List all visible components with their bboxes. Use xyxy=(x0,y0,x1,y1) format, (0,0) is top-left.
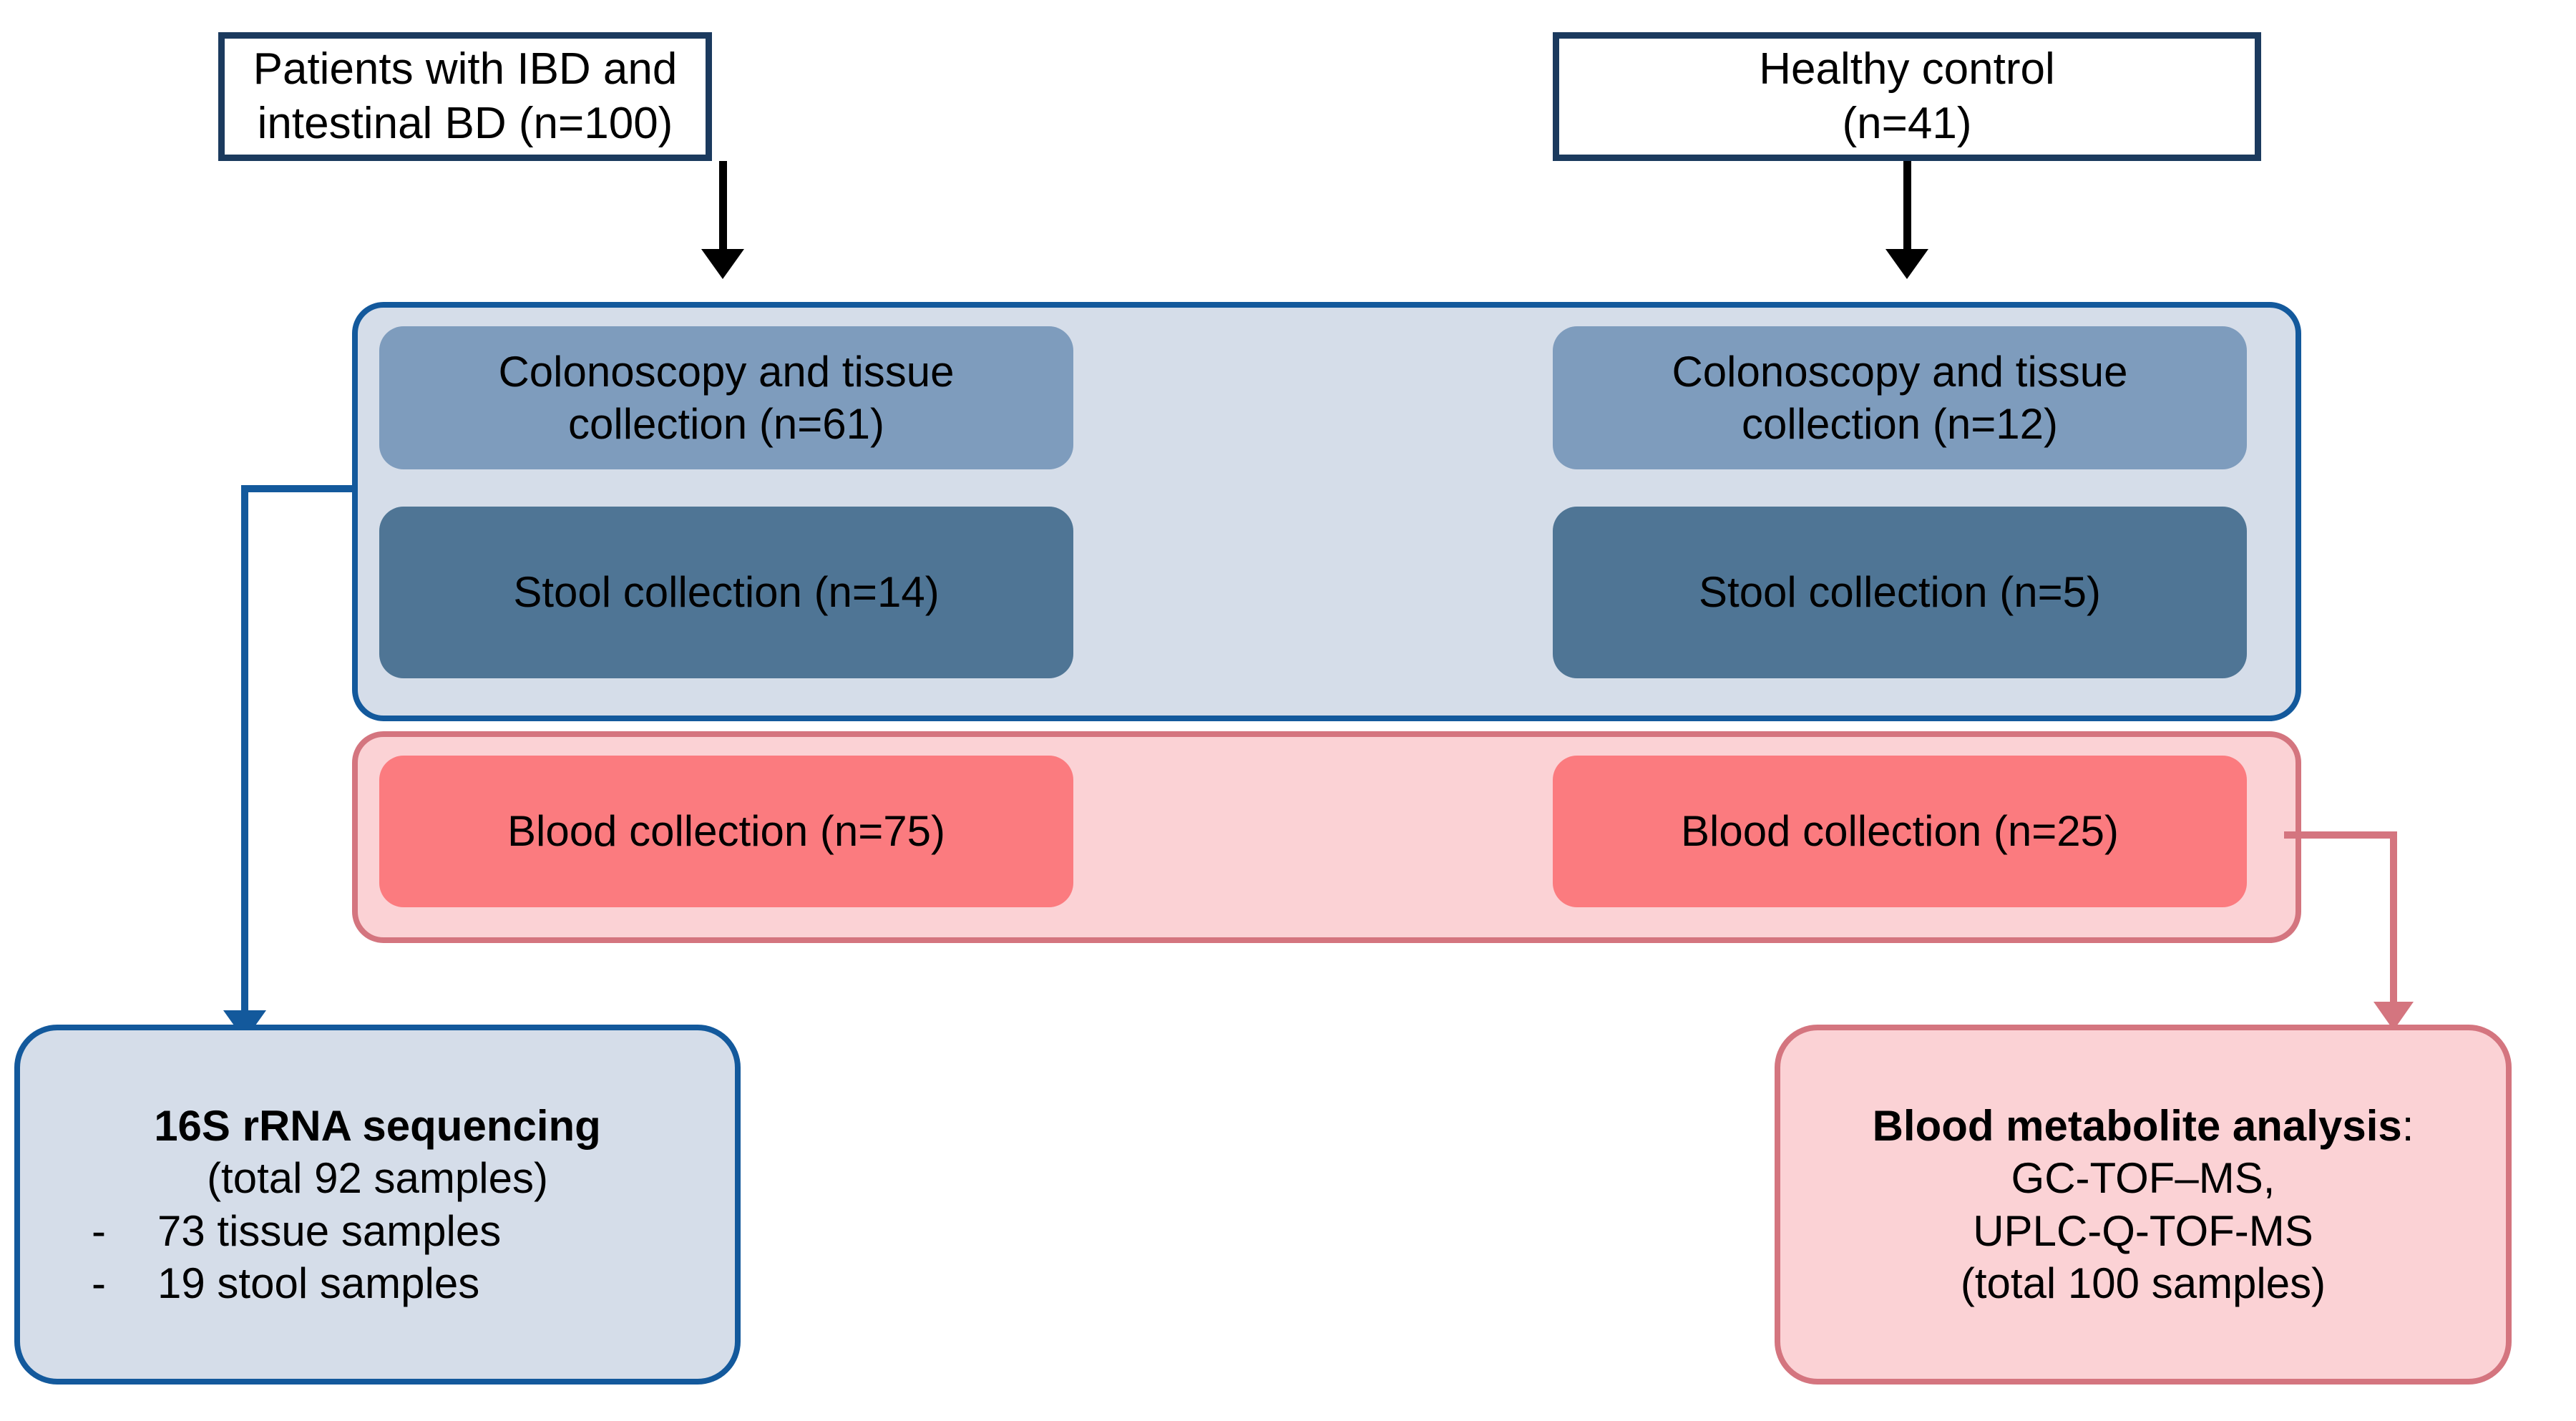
metabolite-title: Blood metabolite analysis xyxy=(1872,1102,2402,1151)
arrow-patients-to-collection-shaft xyxy=(719,161,727,254)
sequencing-bullet-2: - 19 stool samples xyxy=(30,1257,725,1309)
sequencing-bullet-1-text: 73 tissue samples xyxy=(157,1206,502,1255)
result-box-sequencing-text: 16S rRNA sequencing (total 92 samples) -… xyxy=(20,1100,735,1309)
control-colonoscopy-line-1: Colonoscopy and tissue xyxy=(1672,347,2128,396)
metabolite-title-suffix: : xyxy=(2401,1102,2414,1151)
control-line-2: (n=41) xyxy=(1842,99,1972,148)
control-colonoscopy-line-2: collection (n=12) xyxy=(1742,400,2058,448)
control-line-1: Healthy control xyxy=(1759,44,2055,94)
result-box-sequencing: 16S rRNA sequencing (total 92 samples) -… xyxy=(14,1025,741,1385)
sequencing-title: 16S rRNA sequencing xyxy=(154,1102,601,1151)
sequencing-total: (total 92 samples) xyxy=(207,1154,548,1203)
control-stool-label: Stool collection (n=5) xyxy=(1699,568,2101,617)
connector-sequencing-horizontal xyxy=(241,485,358,492)
source-box-patients-text: Patients with IBD and intestinal BD (n=1… xyxy=(253,42,678,150)
source-box-healthy-control: Healthy control (n=41) xyxy=(1553,32,2261,161)
source-box-patients: Patients with IBD and intestinal BD (n=1… xyxy=(218,32,712,161)
control-blood-label: Blood collection (n=25) xyxy=(1680,807,2119,856)
patients-stool-label: Stool collection (n=14) xyxy=(513,568,940,617)
chip-patients-stool: Stool collection (n=14) xyxy=(379,507,1073,678)
sequencing-bullet-1: - 73 tissue samples xyxy=(30,1205,725,1257)
metabolite-method-1: GC-TOF–MS, xyxy=(2011,1154,2275,1203)
chip-patients-colonoscopy-text: Colonoscopy and tissue collection (n=61) xyxy=(498,346,954,450)
chip-control-stool: Stool collection (n=5) xyxy=(1553,507,2247,678)
chip-control-colonoscopy: Colonoscopy and tissue collection (n=12) xyxy=(1553,326,2247,469)
patients-blood-label: Blood collection (n=75) xyxy=(507,807,946,856)
patients-colonoscopy-line-1: Colonoscopy and tissue xyxy=(498,347,955,396)
arrow-control-to-collection-head xyxy=(1885,249,1928,279)
patients-line-1: Patients with IBD and xyxy=(253,44,678,94)
chip-patients-colonoscopy: Colonoscopy and tissue collection (n=61) xyxy=(379,326,1073,469)
connector-sequencing-vertical xyxy=(241,485,248,1023)
result-box-metabolite: Blood metabolite analysis: GC-TOF–MS, UP… xyxy=(1775,1025,2512,1385)
tissue-stool-group-container: Colonoscopy and tissue collection (n=61)… xyxy=(352,302,2301,721)
chip-control-colonoscopy-text: Colonoscopy and tissue collection (n=12) xyxy=(1672,346,2127,450)
sequencing-bullet-2-text: 19 stool samples xyxy=(157,1259,480,1307)
connector-metabolite-vertical xyxy=(2390,831,2397,1019)
chip-patients-blood: Blood collection (n=75) xyxy=(379,756,1073,907)
source-box-control-text: Healthy control (n=41) xyxy=(1759,42,2055,150)
metabolite-total: (total 100 samples) xyxy=(1960,1259,2326,1307)
sequencing-bullet-1-dash: - xyxy=(92,1206,106,1255)
sequencing-bullet-2-dash: - xyxy=(92,1259,106,1307)
result-box-metabolite-text: Blood metabolite analysis: GC-TOF–MS, UP… xyxy=(1780,1100,2506,1309)
chip-control-blood: Blood collection (n=25) xyxy=(1553,756,2247,907)
connector-metabolite-horizontal xyxy=(2284,831,2397,839)
arrow-control-to-collection-shaft xyxy=(1903,161,1911,254)
metabolite-method-2: UPLC-Q-TOF-MS xyxy=(1973,1206,2313,1255)
metabolite-title-row: Blood metabolite analysis: xyxy=(1790,1100,2496,1152)
patients-colonoscopy-line-2: collection (n=61) xyxy=(568,400,884,448)
blood-group-container: Blood collection (n=75) Blood collection… xyxy=(352,731,2301,943)
patients-line-2: intestinal BD (n=100) xyxy=(257,99,673,148)
arrow-patients-to-collection-head xyxy=(701,249,744,279)
